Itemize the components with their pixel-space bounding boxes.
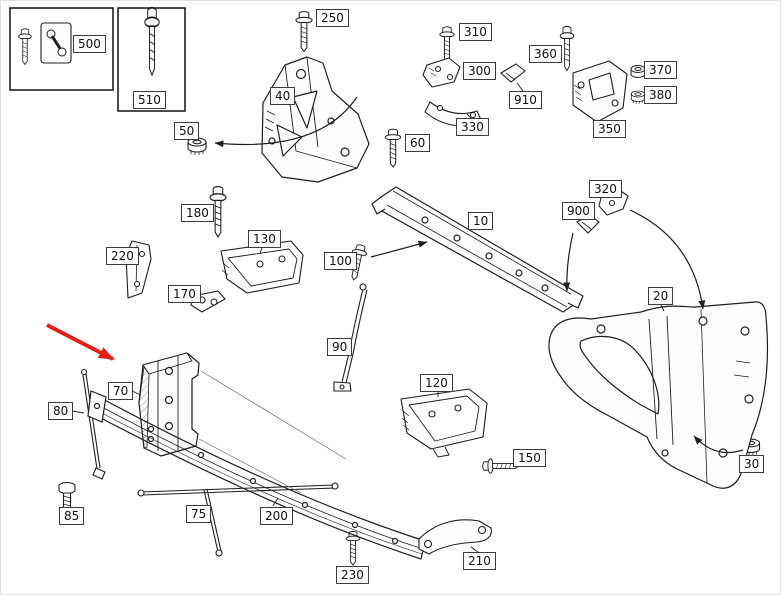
part-label-330[interactable]: 330 (456, 118, 489, 136)
part-label-170[interactable]: 170 (168, 285, 201, 303)
part-label-910[interactable]: 910 (509, 91, 542, 109)
part-drawing-370 (630, 65, 646, 78)
part-label-380[interactable]: 380 (644, 86, 677, 104)
part-drawing-380 (630, 90, 646, 105)
part-label-310[interactable]: 310 (459, 23, 492, 41)
pointer-arrows (214, 96, 744, 454)
part-label-120[interactable]: 120 (420, 374, 453, 392)
part-drawing-75 (137, 482, 339, 557)
part-label-75[interactable]: 75 (186, 505, 212, 523)
part-drawing-310 (439, 26, 455, 63)
part-label-40[interactable]: 40 (270, 87, 296, 105)
part-drawing-50 (187, 137, 207, 156)
part-label-350[interactable]: 350 (593, 120, 626, 138)
wrench-icon (46, 29, 67, 57)
part-label-180[interactable]: 180 (181, 204, 214, 222)
part-drawing-70 (138, 352, 200, 457)
part-label-130[interactable]: 130 (248, 230, 281, 248)
part-label-300[interactable]: 300 (463, 62, 496, 80)
part-drawing-80 (80, 368, 106, 480)
part-drawing-500 (18, 22, 72, 65)
part-label-50[interactable]: 50 (174, 122, 200, 140)
part-label-70[interactable]: 70 (108, 382, 134, 400)
part-label-60[interactable]: 60 (405, 134, 431, 152)
part-drawing-130 (220, 240, 304, 294)
part-label-150[interactable]: 150 (513, 449, 546, 467)
part-label-85[interactable]: 85 (59, 507, 85, 525)
part-drawing-250 (295, 11, 313, 53)
part-label-370[interactable]: 370 (644, 61, 677, 79)
part-label-360[interactable]: 360 (529, 45, 562, 63)
leader-lines (71, 82, 665, 553)
part-label-500[interactable]: 500 (73, 35, 106, 53)
part-drawing-90 (333, 283, 368, 392)
part-label-220[interactable]: 220 (106, 247, 139, 265)
part-label-510[interactable]: 510 (133, 91, 166, 109)
part-label-30[interactable]: 30 (739, 455, 765, 473)
part-drawing-510 (143, 6, 161, 76)
part-label-100[interactable]: 100 (324, 252, 357, 270)
part-label-20[interactable]: 20 (648, 287, 674, 305)
part-label-320[interactable]: 320 (589, 180, 622, 198)
part-drawing-200 (87, 390, 426, 560)
part-label-250[interactable]: 250 (316, 9, 349, 27)
part-label-230[interactable]: 230 (336, 566, 369, 584)
part-drawing-300 (422, 57, 461, 88)
part-label-10[interactable]: 10 (468, 212, 494, 230)
part-label-90[interactable]: 90 (327, 338, 353, 356)
part-label-200[interactable]: 200 (260, 507, 293, 525)
part-drawing-60 (384, 128, 402, 168)
part-drawing-40 (261, 56, 370, 183)
relation-lines (198, 370, 347, 494)
part-drawing-120 (400, 388, 488, 458)
part-drawing-10 (371, 186, 584, 313)
inset-panel-500 (9, 7, 114, 91)
part-drawing-910 (500, 63, 526, 83)
part-label-210[interactable]: 210 (463, 552, 496, 570)
part-label-900[interactable]: 900 (562, 202, 595, 220)
highlight-arrow (46, 323, 115, 361)
part-drawing-210 (418, 519, 492, 555)
part-label-80[interactable]: 80 (48, 402, 74, 420)
part-drawing-350 (572, 60, 628, 123)
part-drawing-360 (559, 25, 575, 72)
part-drawing-20 (548, 301, 769, 489)
